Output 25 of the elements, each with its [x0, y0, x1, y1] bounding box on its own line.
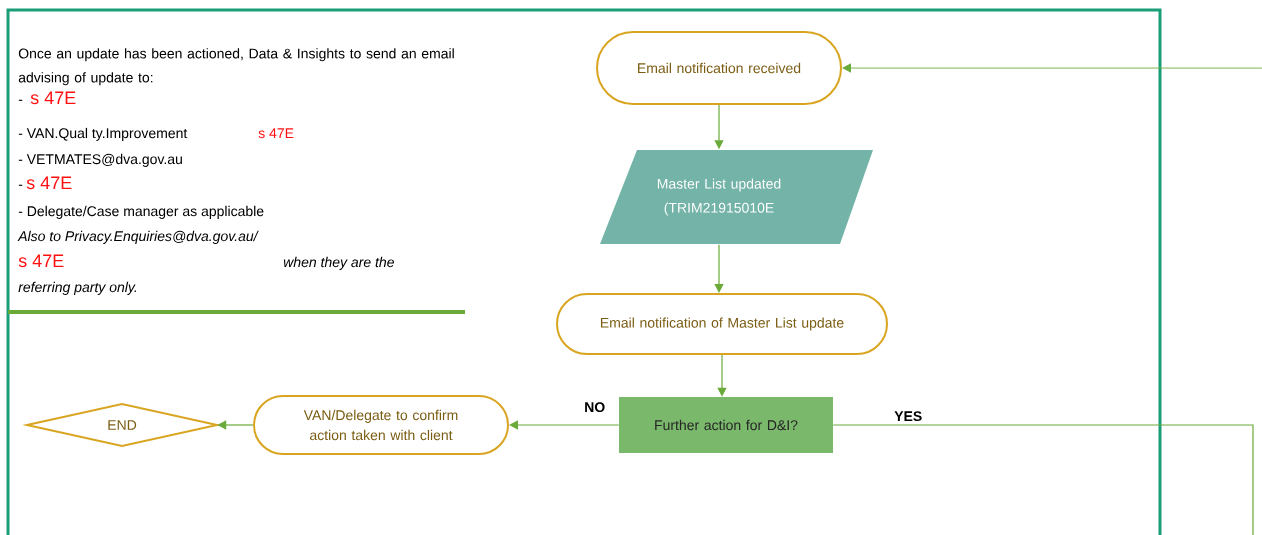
terminal-box: Email notification received — [596, 31, 842, 105]
redaction-mark: s 47E — [26, 176, 72, 190]
note-text: - Delegate/Case manager as applicable — [18, 205, 264, 219]
redaction-mark: s 47E — [18, 254, 64, 268]
note-text: Also to Privacy.Enquiries@dva.gov.au/ — [17, 230, 259, 244]
note-text: - VETMATES@dva.gov.au — [18, 153, 182, 167]
decision-box: Further action for D&I? — [619, 397, 833, 453]
note-text: - — [18, 99, 23, 101]
redaction-mark: s 47E — [258, 128, 294, 139]
note-text: when they are the — [283, 256, 394, 270]
redaction-mark: s 47E — [30, 91, 76, 105]
arrow — [842, 63, 1262, 73]
terminal-box: VAN/Delegate to confirm action taken with client — [253, 395, 509, 455]
note-text: - — [18, 184, 23, 186]
arrow — [714, 244, 724, 293]
edge-label: NO — [585, 402, 605, 413]
data-parallelogram: Master List updated (TRIM21915010E — [600, 150, 873, 244]
arrow — [509, 420, 620, 430]
terminal-box: Email notification of Master List update — [556, 293, 888, 355]
arrow — [717, 354, 727, 397]
edge-label: YES — [894, 411, 922, 422]
note-text: referring party only. — [18, 281, 137, 295]
note-text: Once an update has been actioned, Data & Insights to send an email advising of update to: — [18, 48, 454, 86]
note-text: - VAN.Qual ty.Improvement — [18, 127, 188, 141]
arrow — [217, 420, 254, 430]
